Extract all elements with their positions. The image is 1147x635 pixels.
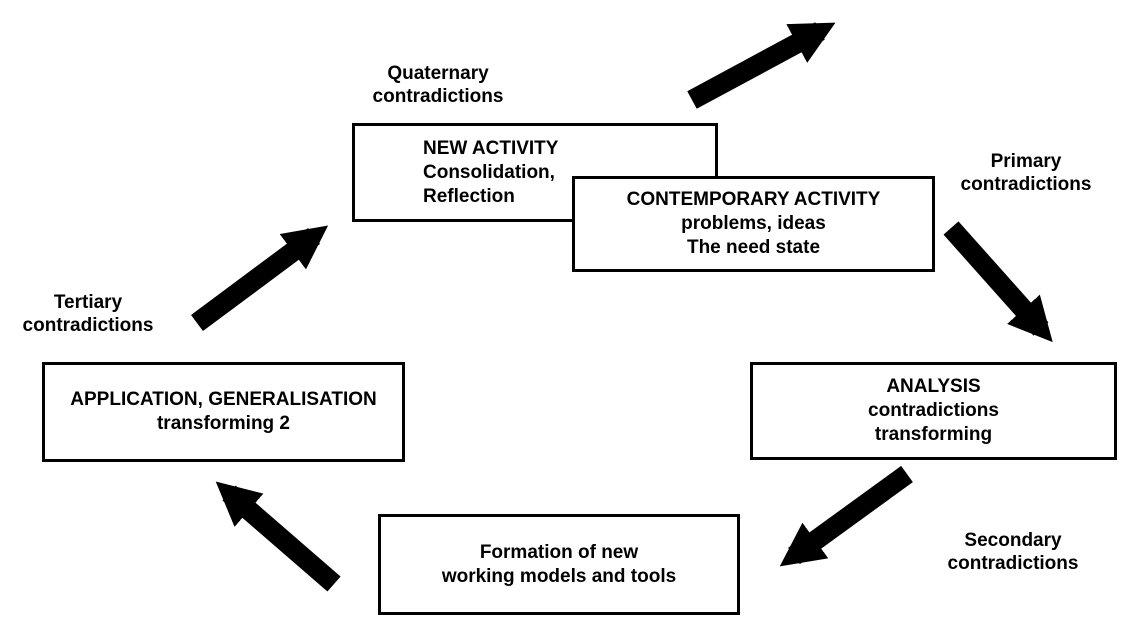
label-quaternary-line-1: Quaternary: [387, 63, 489, 84]
primary-arrow: [943, 221, 1053, 343]
node-formation-line-1: Formation of new: [479, 541, 639, 563]
quaternary-exit-arrow: [687, 22, 836, 109]
label-secondary-line-1: Secondary: [964, 530, 1062, 551]
label-tertiary-line-2: contradictions: [22, 315, 154, 336]
node-analysis-title: ANALYSIS: [886, 376, 981, 397]
secondary-arrow: [779, 465, 913, 567]
node-contemporary-activity-title: CONTEMPORARY ACTIVITY: [626, 189, 881, 210]
node-analysis-line-3: transforming: [874, 424, 993, 445]
node-contemporary-activity-line-2: problems, ideas: [681, 213, 826, 234]
node-application-line-2: transforming 2: [156, 413, 291, 434]
application-to-new-arrow: [191, 225, 329, 332]
label-tertiary-contradictions: Tertiary contradictions: [8, 291, 168, 337]
node-formation-line-2: working models and tools: [441, 565, 677, 587]
label-secondary-contradictions: Secondary contradictions: [933, 529, 1093, 575]
node-analysis: ANALYSIS contradictions transforming: [750, 362, 1117, 460]
node-new-activity: NEW ACTIVITY Consolidation, Reflection: [352, 123, 718, 222]
label-tertiary-line-1: Tertiary: [53, 292, 123, 313]
node-contemporary-activity-line-3: The need state: [686, 237, 821, 258]
node-application: APPLICATION, GENERALISATION transforming…: [42, 362, 405, 462]
node-application-title: APPLICATION, GENERALISATION: [70, 389, 377, 410]
label-quaternary-contradictions: Quaternary contradictions: [358, 62, 518, 108]
label-quaternary-line-2: contradictions: [372, 86, 504, 107]
node-new-activity-title: NEW ACTIVITY: [423, 137, 559, 159]
node-contemporary-activity: CONTEMPORARY ACTIVITY problems, ideas Th…: [572, 176, 935, 272]
node-formation: Formation of new working models and tool…: [378, 514, 740, 615]
label-primary-line-1: Primary: [990, 151, 1062, 172]
node-new-activity-line-3: Reflection: [423, 185, 515, 207]
label-primary-contradictions: Primary contradictions: [946, 150, 1106, 196]
node-analysis-line-2: contradictions: [868, 400, 999, 421]
label-primary-line-2: contradictions: [960, 174, 1092, 195]
tertiary-feed-arrow: [215, 481, 341, 592]
node-new-activity-line-2: Consolidation,: [423, 161, 555, 183]
label-secondary-line-2: contradictions: [947, 553, 1079, 574]
arrows-group: [191, 22, 1053, 592]
